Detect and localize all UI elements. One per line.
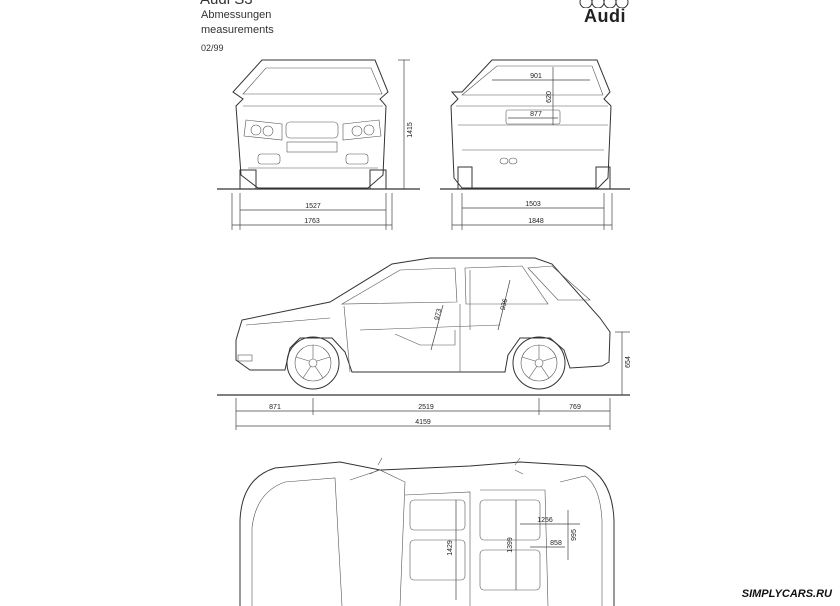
dim-boot-length: 995	[571, 529, 578, 541]
brand-name: Audi	[584, 6, 626, 26]
side-view: 973 936 654 871 2519 769 4159	[217, 257, 632, 430]
dim-front-overhang: 871	[269, 404, 281, 411]
dim-front-track: 1527	[305, 203, 321, 210]
dim-rear-window-width: 901	[530, 73, 542, 80]
dim-rear-window-height: 620	[546, 91, 553, 103]
top-view: 1429 1399 1256 995 858	[239, 457, 615, 606]
watermark: SIMPLYCARS.RU	[741, 588, 832, 600]
dim-rear-track: 1503	[525, 201, 541, 208]
dim-height: 1415	[407, 122, 414, 138]
dim-seat-height-rear: 936	[500, 298, 510, 311]
dim-interior-width: 1429	[447, 540, 454, 556]
subtitle-german: Abmessungen	[201, 9, 272, 21]
rear-view: 901 620 877 1503 1848	[440, 59, 630, 230]
dim-length: 4159	[415, 419, 431, 426]
subtitle-english: measurements	[201, 24, 274, 36]
dim-plate-width: 877	[530, 111, 542, 118]
dim-wheelbase: 2519	[418, 404, 434, 411]
dim-boot-depth: 858	[550, 540, 562, 547]
dim-rear-overhang: 769	[569, 404, 581, 411]
dim-boot-sill-height: 654	[625, 356, 632, 368]
four-rings-icon	[579, 0, 629, 8]
brand-logo: Audi	[570, 0, 640, 30]
page-title: Audi S3	[200, 0, 253, 8]
document-date: 02/99	[201, 43, 224, 53]
dim-front-width: 1763	[304, 218, 320, 225]
front-view: 1415 1527 1763	[217, 59, 420, 230]
dim-interior-rear-width: 1399	[507, 537, 514, 553]
dim-mirror-width: 1848	[528, 218, 544, 225]
dim-seat-height-front: 973	[434, 308, 444, 321]
dim-boot-width: 1256	[537, 517, 553, 524]
